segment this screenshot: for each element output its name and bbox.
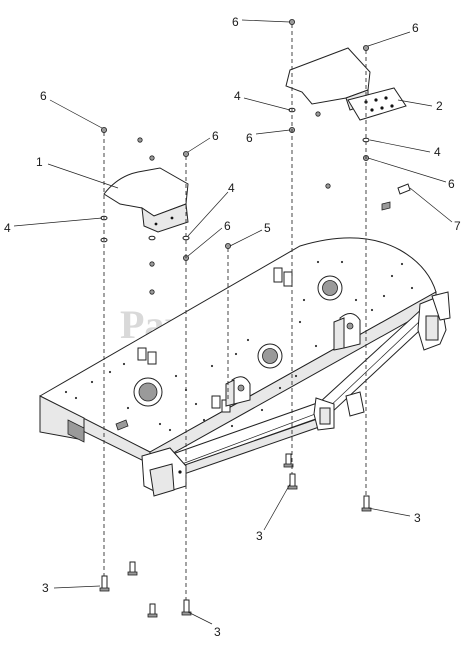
left-bracket-plate <box>149 463 175 497</box>
callout-6d: 6 <box>232 15 239 29</box>
shield-right <box>285 47 407 121</box>
leader-5 <box>229 229 263 247</box>
callout-6b: 6 <box>212 129 219 143</box>
nut-6-left <box>101 127 108 134</box>
right-bumper-bracket-a <box>345 391 365 417</box>
spindle-opening-left <box>133 377 163 407</box>
callout-labels: 1 2 3 3 3 3 4 4 4 4 5 6 6 6 6 6 6 6 7 <box>4 15 461 639</box>
nut-6-center <box>224 242 231 249</box>
nut-extra-f <box>149 289 155 295</box>
callout-1: 1 <box>36 155 43 169</box>
deck-left-block <box>67 419 85 443</box>
callout-7: 7 <box>454 219 461 233</box>
leader-3b <box>187 611 213 625</box>
middle-bracket-plate <box>319 407 331 425</box>
clip-7-small <box>381 201 391 211</box>
bolt-3-under-right <box>361 495 372 512</box>
leader-1 <box>47 163 119 189</box>
deck-top-surface <box>39 237 437 453</box>
callout-4d: 4 <box>434 145 441 159</box>
deck-bracket-pair-left <box>137 347 157 365</box>
shield-left-hole-a <box>154 222 158 226</box>
leader-3c <box>263 483 291 531</box>
bolt-extra-c <box>283 453 294 468</box>
leader-6g <box>367 157 447 183</box>
lift-bracket-center <box>225 376 251 407</box>
leader-3d <box>367 507 411 517</box>
nut-extra-c <box>315 111 321 117</box>
bolt-extra-b <box>147 603 158 618</box>
leader-6b <box>187 137 211 153</box>
shield-right-plate-holes <box>364 96 394 112</box>
shield-left <box>103 167 189 233</box>
washer-extra-a <box>148 235 156 241</box>
leader-3a <box>53 585 101 589</box>
leader-4a <box>13 217 103 227</box>
leader-7 <box>409 187 453 223</box>
deck-holes <box>64 260 414 432</box>
right-bracket-plate <box>425 315 439 341</box>
assembly-lines <box>103 24 367 600</box>
callout-6e: 6 <box>246 131 253 145</box>
leader-4d <box>369 139 431 153</box>
left-bracket-hole <box>178 470 182 474</box>
bolt-extra-a <box>127 561 138 576</box>
nut-extra-a <box>137 137 143 143</box>
callout-6c: 6 <box>224 219 231 233</box>
shield-left-hole-b <box>170 216 174 220</box>
callout-4b: 4 <box>228 181 235 195</box>
leader-2 <box>397 99 433 107</box>
callout-3a: 3 <box>42 581 49 595</box>
spindle-opening-center <box>257 343 283 369</box>
deck-slot <box>115 419 129 431</box>
nut-6-top <box>288 18 295 25</box>
callout-4c: 4 <box>234 89 241 103</box>
spindle-opening-right <box>317 275 343 301</box>
shield-left-front <box>141 203 189 233</box>
deck-bracket-pair-rear <box>273 267 293 287</box>
nut-6-upper-left <box>182 150 189 157</box>
bolt-3-under-left <box>99 575 110 592</box>
nut-extra-b <box>149 155 155 161</box>
leader-6a <box>49 99 103 129</box>
leader-6c <box>187 227 223 257</box>
right-bracket-flange <box>431 291 451 321</box>
mower-deck <box>39 237 451 497</box>
callout-3c: 3 <box>256 529 263 543</box>
nut-extra-d <box>325 183 331 189</box>
leader-6e <box>255 129 291 135</box>
shield-right-plate <box>347 87 407 121</box>
leader-4c <box>243 97 291 111</box>
lift-bracket-right <box>333 313 361 351</box>
leader-6f <box>367 31 411 47</box>
callout-6g: 6 <box>448 177 455 191</box>
callout-2: 2 <box>436 99 443 113</box>
callout-5: 5 <box>264 221 271 235</box>
nut-6-upper-right <box>362 45 369 52</box>
callout-6a: 6 <box>40 89 47 103</box>
nut-extra-e <box>149 261 155 267</box>
bolt-3-under-center <box>287 473 298 490</box>
leader-6d <box>241 19 291 23</box>
callout-3d: 3 <box>414 511 421 525</box>
callout-4a: 4 <box>4 221 11 235</box>
callout-6f: 6 <box>412 21 419 35</box>
leader-lines <box>13 19 453 625</box>
callout-3b: 3 <box>214 625 221 639</box>
leader-4b <box>187 191 229 237</box>
clip-7 <box>397 183 411 195</box>
